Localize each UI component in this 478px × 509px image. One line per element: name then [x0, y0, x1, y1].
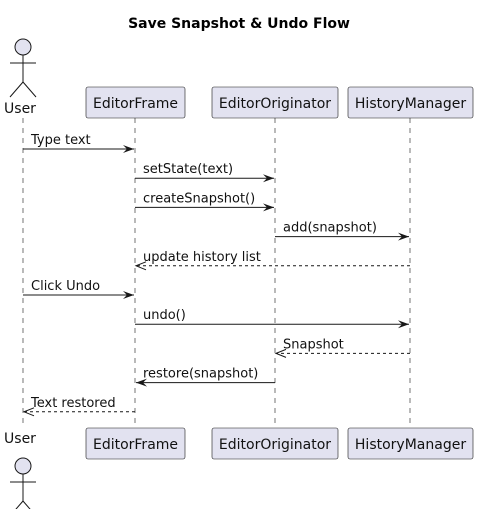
participant-label: EditorFrame: [93, 437, 178, 453]
participant-box: [211, 427, 339, 460]
message-label: update history list: [143, 250, 261, 265]
message-label: setState(text): [143, 162, 233, 177]
participant-label: EditorOriginator: [219, 96, 331, 112]
filled-arrowhead: [136, 378, 147, 387]
message-type-text: Type text: [23, 133, 134, 153]
filled-arrowhead: [263, 203, 274, 212]
participant-editororiginator-top: EditorOriginator: [211, 86, 339, 119]
participant-box: [85, 86, 186, 119]
message-undo: undo(): [135, 308, 409, 329]
diagram-title: Save Snapshot & Undo Flow: [128, 16, 350, 32]
open-arrowhead: [22, 407, 35, 417]
participant-editororiginator-bottom: EditorOriginator: [211, 427, 339, 460]
message-update-history-list: update history list: [134, 250, 410, 271]
message-add-snapshot: add(snapshot): [275, 221, 409, 241]
participant-box: [85, 427, 186, 460]
message-createsnapshot: createSnapshot(): [135, 191, 274, 212]
actor-icon: [9, 38, 37, 98]
message-setstate-text: setState(text): [135, 162, 274, 183]
message-label: Type text: [30, 133, 91, 148]
message-restore-snapshot: restore(snapshot): [136, 367, 275, 387]
filled-arrowhead: [263, 174, 274, 183]
participant-box: [347, 427, 474, 460]
message-text-restored: Text restored: [22, 396, 135, 417]
actor-icon: [10, 457, 36, 509]
participant-label: EditorOriginator: [219, 437, 331, 453]
message-label: undo(): [143, 308, 186, 323]
lifelines: [22, 118, 411, 428]
participant-historymanager-top: HistoryManager: [347, 86, 474, 119]
message-label: restore(snapshot): [143, 367, 258, 382]
message-label: Text restored: [30, 396, 116, 411]
message-label: Snapshot: [283, 337, 344, 352]
open-arrowhead: [274, 348, 287, 358]
filled-arrowhead: [398, 232, 409, 241]
participant-user-bottom: User: [4, 431, 36, 509]
participant-label: HistoryManager: [355, 437, 466, 453]
participant-box: [211, 86, 339, 119]
message-label: createSnapshot(): [143, 191, 255, 206]
participant-user-top: User: [4, 38, 37, 117]
participant-label: HistoryManager: [355, 96, 466, 112]
filled-arrowhead: [398, 320, 409, 329]
participant-editorframe-bottom: EditorFrame: [85, 427, 186, 460]
filled-arrowhead: [123, 145, 134, 153]
message-snapshot: Snapshot: [274, 337, 410, 358]
participant-editorframe-top: EditorFrame: [85, 86, 186, 119]
messages: Type text setState(text) createSnapshot() a…: [22, 133, 410, 417]
filled-arrowhead: [123, 291, 134, 299]
participants-bottom: User EditorFrame EditorOriginator HistoryMa…: [4, 427, 474, 509]
message-label: add(snapshot): [283, 221, 377, 236]
participant-label: User: [4, 101, 36, 117]
participant-box: [347, 86, 474, 119]
open-arrowhead: [134, 261, 147, 271]
participant-label: User: [4, 431, 36, 447]
message-label: Click Undo: [31, 279, 100, 294]
participants-top: User EditorFrame EditorOriginator HistoryMa…: [4, 38, 474, 119]
participant-historymanager-bottom: HistoryManager: [347, 427, 474, 460]
message-click-undo: Click Undo: [23, 279, 134, 299]
participant-label: EditorFrame: [93, 96, 178, 112]
